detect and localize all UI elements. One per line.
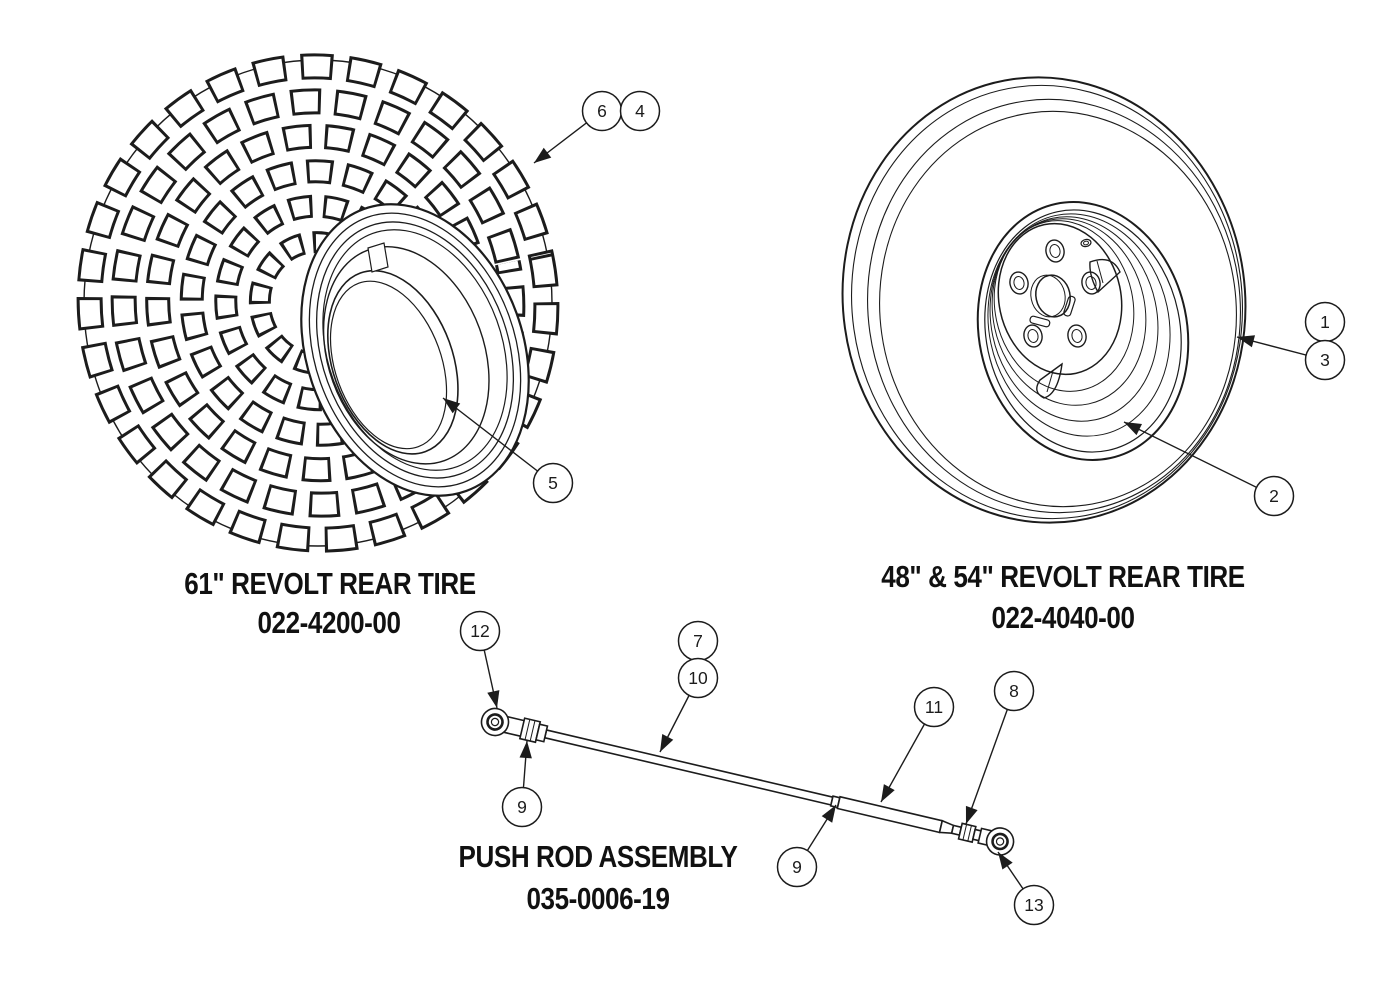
adjuster-tube <box>836 795 944 834</box>
leader-arrowhead-12 <box>487 690 500 708</box>
leader-arrowhead-11 <box>881 784 895 802</box>
callout-circle-4 <box>619 90 661 132</box>
rim-vent <box>1089 258 1121 294</box>
rim-vent <box>1036 362 1063 399</box>
tread-knob-rows <box>76 53 560 553</box>
callout-number-8: 8 <box>1009 681 1019 701</box>
leader-line-5 <box>442 397 554 484</box>
leader-line-8 <box>965 690 1015 825</box>
leader-arrowhead-10 <box>660 734 674 752</box>
callout-number-6: 6 <box>597 101 607 121</box>
tire-61-bead-opening <box>300 203 530 497</box>
callout-circle-10 <box>677 657 719 699</box>
leader-arrowhead-9 <box>519 741 532 759</box>
callout-circle-9 <box>501 786 543 828</box>
callout-number-2: 2 <box>1269 486 1279 506</box>
leader-arrowhead-8 <box>965 805 978 824</box>
push-rod-shaft <box>543 729 834 806</box>
rim-slot <box>1029 315 1051 328</box>
part-number-push-rod: 035-0006-19 <box>526 881 670 916</box>
part-title-tire-61: 61" REVOLT REAR TIRE <box>184 566 476 601</box>
callout-number-9: 9 <box>792 857 802 877</box>
part-title-push-rod: PUSH ROD ASSEMBLY <box>458 839 738 874</box>
callout-number-12: 12 <box>470 621 489 641</box>
valve-notch <box>367 242 389 273</box>
callout-number-9: 9 <box>517 797 527 817</box>
tire-48-54-illustration <box>841 76 1247 524</box>
callout-circle-3 <box>1304 339 1346 381</box>
callout-number-4: 4 <box>635 101 645 121</box>
leader-arrowhead-5 <box>443 398 461 414</box>
part-title-tire-48-54: 48" & 54" REVOLT REAR TIRE <box>881 559 1245 594</box>
callout-circle-2 <box>1253 475 1295 517</box>
callout-circle-12 <box>459 610 501 652</box>
callout-circle-8 <box>993 670 1035 712</box>
callout-number-7: 7 <box>693 631 703 651</box>
part-number-tire-61: 022-4200-00 <box>257 605 401 640</box>
callout-number-3: 3 <box>1320 350 1330 370</box>
callout-number-1: 1 <box>1320 312 1330 332</box>
valve-hole <box>1080 238 1092 248</box>
leader-arrowhead-2 <box>1124 422 1142 436</box>
callout-circle-5 <box>532 462 574 504</box>
lug-holes <box>1009 239 1101 348</box>
leader-arrowhead-6 <box>534 147 552 163</box>
leader-arrowhead-3 <box>1237 335 1256 348</box>
callout-number-13: 13 <box>1024 895 1043 915</box>
callout-circle-11 <box>913 686 955 728</box>
rim-slot <box>1063 295 1076 317</box>
tire-61-illustration <box>76 53 560 553</box>
callout-number-5: 5 <box>548 473 558 493</box>
leader-line-2 <box>1123 421 1275 497</box>
leader-arrowhead-9 <box>821 805 836 823</box>
part-number-tire-48-54: 022-4040-00 <box>991 600 1135 635</box>
callout-number-11: 11 <box>925 697 943 717</box>
callout-circle-9 <box>776 846 818 888</box>
callout-circle-13 <box>1013 884 1055 926</box>
leader-arrowhead-13 <box>998 852 1013 870</box>
push-rod-illustration <box>480 707 1015 856</box>
callout-number-10: 10 <box>688 668 708 688</box>
